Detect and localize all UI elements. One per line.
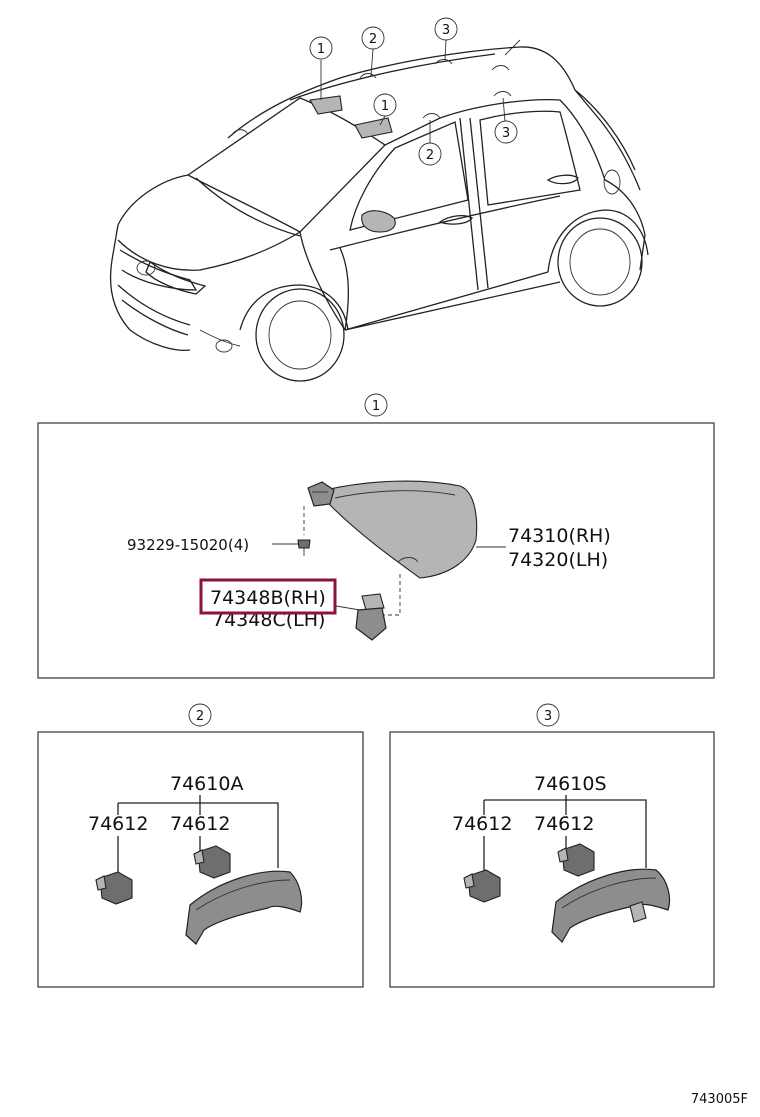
label-visor-lh: 74320(LH)	[508, 549, 608, 571]
figure-code: 743005F	[691, 1092, 748, 1107]
section-1-number: 1	[372, 399, 380, 414]
callout-3-top: 3	[442, 23, 450, 38]
label-assist-grip-a: 74610A	[170, 773, 243, 795]
callout-2-top: 2	[369, 32, 377, 47]
sun-visor	[307, 480, 478, 579]
highlight-box	[199, 578, 337, 615]
label-assist-grip-s: 74610S	[534, 773, 607, 795]
label-clip-3-left: 74612	[452, 813, 512, 835]
label-clip-2-right: 74612	[170, 813, 230, 835]
callout-3-mid: 3	[502, 126, 510, 141]
label-holder-rh[interactable]: 74348B(RH)	[210, 587, 326, 609]
section-3-panel	[389, 731, 715, 988]
callout-1-mid: 1	[381, 99, 389, 114]
car-illustration	[109, 39, 649, 382]
car-callouts: 1 2 3 1 2 3	[309, 17, 518, 166]
section-2-number: 2	[196, 709, 204, 724]
label-clip-3-right: 74612	[534, 813, 594, 835]
section-3-number: 3	[544, 709, 552, 724]
label-visor-rh: 74310(RH)	[508, 525, 611, 547]
callout-2-mid: 2	[426, 148, 434, 163]
section-1-panel	[37, 422, 715, 679]
label-screw: 93229-15020(4)	[127, 536, 249, 554]
section-2-panel	[37, 731, 364, 988]
label-clip-2-left: 74612	[88, 813, 148, 835]
callout-1-top: 1	[317, 42, 325, 57]
